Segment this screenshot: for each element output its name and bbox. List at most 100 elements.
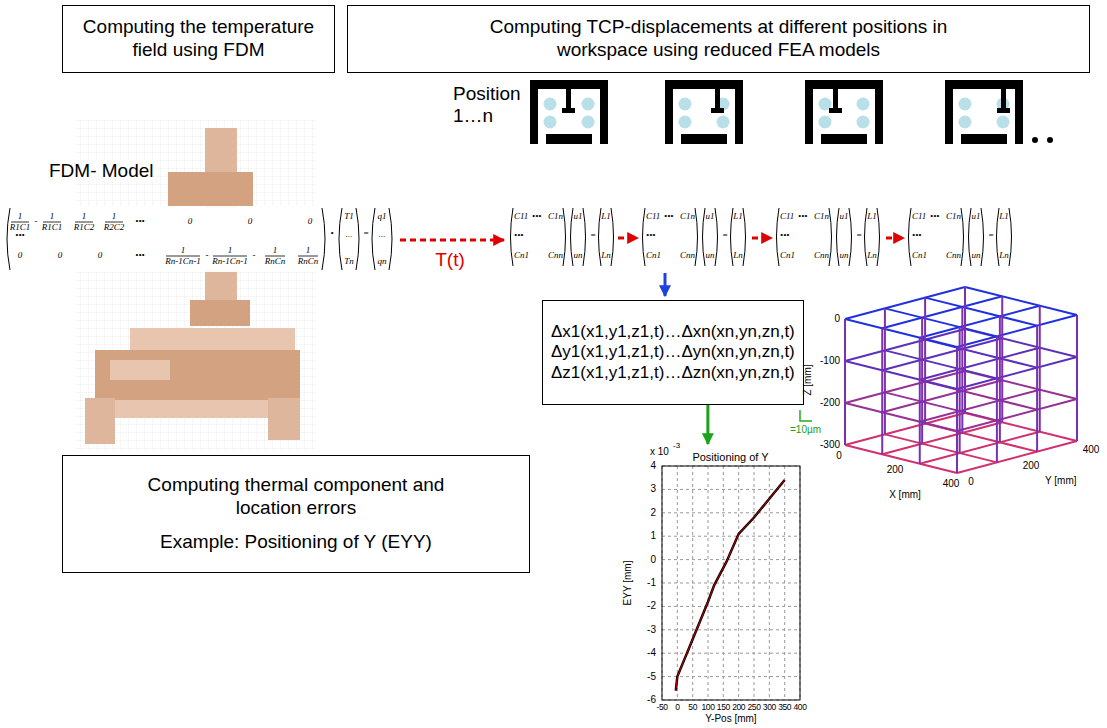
chart-axis-label: 150: [717, 703, 730, 712]
equation-term: Ln: [999, 251, 1009, 260]
axis-label: 200: [1023, 461, 1040, 471]
flow-arrow: [706, 405, 709, 444]
matrix-brackets: [7, 208, 1012, 270]
equation-term: R2C2: [104, 223, 125, 232]
chart-grid: [738, 466, 739, 700]
axis-label: 200: [887, 465, 904, 475]
equation-term: -: [206, 251, 209, 260]
chart-axis-label: 3: [650, 484, 656, 494]
grid-line: [920, 348, 1040, 380]
equation-term: 0: [248, 217, 253, 226]
matrix-bracket: [997, 208, 1000, 266]
equation-term: C1n: [946, 212, 961, 221]
equation-term: •••: [912, 231, 921, 240]
chart-grid: [662, 676, 800, 677]
box-text: Δx1(x1,y1,z1,t)…Δxn(xn,yn,zn,t): [551, 322, 795, 342]
equation-term: =: [988, 231, 994, 240]
matrix-bracket: [563, 208, 566, 266]
equation-term: =: [722, 231, 728, 240]
axis-label: 0: [836, 451, 842, 461]
equation-term: •••: [514, 231, 523, 240]
matrix-bracket: [715, 208, 718, 266]
equation-term: 1: [306, 246, 311, 255]
equation-term: u1: [840, 212, 849, 221]
result-arrow: [664, 273, 667, 296]
chart-axis-label: 100: [702, 703, 715, 712]
equation-term: C1n: [548, 212, 563, 221]
equation-term: un: [840, 251, 849, 260]
box-text: Δz1(x1,y1,z1,t)…Δzn(xn,yn,zn,t): [551, 363, 795, 383]
chart-axis-label: -1: [647, 578, 656, 588]
matrix-bracket: [849, 208, 852, 266]
axis-label: =10µm: [790, 425, 821, 435]
chart-grid: [662, 653, 800, 654]
axis-label: -100: [820, 356, 840, 366]
equation-term: L1: [733, 212, 743, 221]
equation-term: 0: [18, 251, 23, 260]
chart-axis-label: 250: [748, 703, 761, 712]
equation-term: •••: [646, 231, 655, 240]
chart-grid: [662, 559, 800, 560]
matrix-bracket: [865, 208, 868, 266]
chart-axis-label: -2: [647, 601, 656, 611]
box-text: Example: Positioning of Y (EYY): [160, 531, 432, 554]
equation-term: C1n: [814, 212, 829, 221]
grid-line: [959, 327, 961, 453]
equation-term: R1C1: [42, 223, 63, 232]
grid-line: [999, 316, 1001, 442]
equation-term: •••: [15, 231, 24, 240]
grid-line: [957, 357, 1077, 389]
matrix-bracket: [583, 208, 586, 266]
matrix-bracket: [969, 208, 972, 266]
chart-axis-label: 1: [650, 531, 656, 541]
equation-term: 0: [58, 251, 63, 260]
equation-term: Rn-1Cn-1: [212, 257, 248, 266]
equation-term: •••: [135, 217, 144, 226]
grid-line: [920, 306, 1040, 338]
equation-term: un: [574, 251, 583, 260]
equation-term: 1: [273, 246, 278, 255]
equation-term: Ln: [601, 251, 611, 260]
displacement-grid: [845, 287, 1077, 473]
grid-line: [919, 338, 921, 464]
chart-grid: [662, 583, 800, 584]
axis-label: 400: [1083, 445, 1100, 455]
chart-axis-label: Y-Pos [mm]: [705, 714, 756, 724]
equation-term: Ln: [867, 251, 877, 260]
chart-frame: [662, 466, 800, 700]
equation-term: 1: [18, 212, 23, 221]
matrix-bracket: [511, 208, 514, 266]
grid-line: [957, 399, 1077, 431]
matrix-bracket: [961, 208, 964, 266]
chart-axis-label: -3: [673, 442, 680, 450]
equation-term: ...: [379, 230, 386, 239]
equation-term: 1: [112, 212, 117, 221]
grid-line: [924, 298, 926, 424]
equation-term: Cn1: [514, 251, 529, 260]
chart-axis-label: 4: [650, 461, 656, 471]
equation-term: 1: [228, 246, 233, 255]
figure-label: Position 1…n: [453, 83, 533, 127]
axis-label: 400: [943, 479, 960, 489]
more-dot: [1047, 137, 1053, 143]
matrix-bracket: [981, 208, 984, 266]
equation-term: 1: [50, 212, 55, 221]
equation-term: •••: [664, 212, 673, 221]
matrix-bracket: [571, 208, 574, 266]
equation-term: Cnn: [548, 251, 563, 260]
chart-grid: [662, 512, 800, 513]
grid-line: [1076, 315, 1078, 441]
chart-axis-label: x 10: [650, 447, 669, 457]
equation-term: R1C2: [74, 223, 95, 232]
chart-axis-label: -3: [647, 625, 656, 635]
process-box: Δx1(x1,y1,z1,t)…Δxn(xn,yn,zn,t)Δy1(x1,y1…: [542, 300, 804, 405]
equation-term: 0: [188, 217, 193, 226]
equation-term: un: [972, 251, 981, 260]
error-curve: [676, 480, 785, 691]
equation-term: 1: [82, 212, 87, 221]
scale-mark: [800, 410, 812, 421]
fraction-bars: [11, 222, 318, 256]
grid-line: [957, 441, 1077, 473]
grid-line: [961, 307, 963, 433]
equation-term: =: [856, 231, 862, 240]
